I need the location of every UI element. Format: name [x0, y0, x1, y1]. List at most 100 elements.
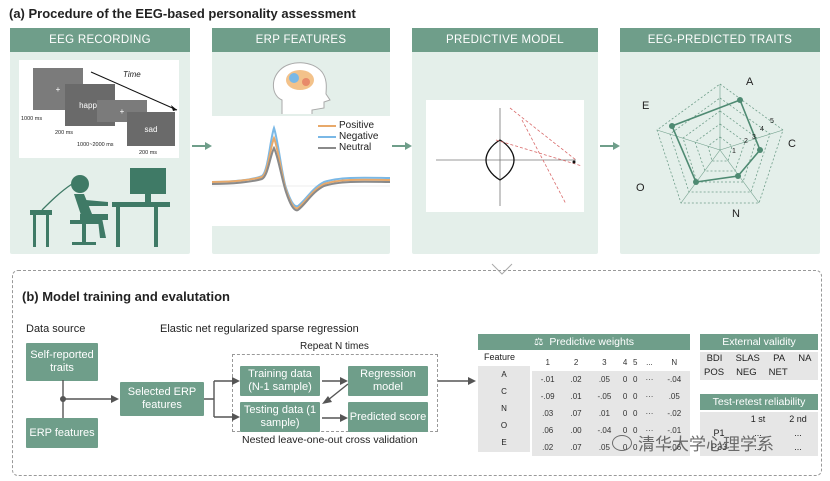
reliability-row-label: P1	[713, 428, 725, 438]
weights-row-n: N	[501, 404, 507, 413]
self-reported-traits-box: Self-reported traits	[26, 343, 98, 381]
reliability-col: 2 nd	[789, 414, 807, 424]
weight-cell: .05	[598, 443, 610, 452]
reliability-col: 1 st	[750, 414, 766, 424]
weight-cell: .01	[570, 392, 582, 401]
weight-cell: -.04	[597, 426, 612, 435]
arrow-2	[392, 142, 412, 150]
weight-cell: ···	[645, 443, 654, 452]
weights-col: 2	[573, 358, 579, 367]
erp-features-box: ERP features	[26, 418, 98, 448]
erp-waveforms	[212, 124, 390, 212]
weights-col: 4	[622, 358, 628, 367]
weight-cell: 0	[622, 426, 628, 435]
ev-item: NET	[768, 367, 788, 378]
elastic-net-plot	[436, 107, 583, 206]
weights-col: 1	[545, 358, 550, 367]
eeg-recording-panel: EEG RECORDING + happy + sad Time 1000 ms…	[10, 28, 190, 254]
weights-row-e: E	[501, 438, 507, 447]
testing-data-label: Testing data (1 sample)	[243, 404, 317, 429]
weight-cell: -.05	[597, 392, 612, 401]
regression-model-box: Regression model	[348, 366, 428, 396]
external-validity-header: External validity	[700, 334, 818, 350]
weights-row-c: C	[501, 387, 507, 396]
external-validity-grid: BDI SLAS PA NA POS NEG NET	[700, 352, 818, 380]
radar-axis-a: A	[746, 76, 754, 88]
legend-positive-swatch	[318, 124, 336, 127]
weight-cell: .01	[598, 409, 610, 418]
arrow-3	[600, 142, 620, 150]
predicted-score-box: Predicted score	[348, 402, 428, 432]
weights-row-a: A	[501, 370, 507, 379]
table-row: P33 ... ...	[700, 440, 818, 454]
training-data-box: Training data (N-1 sample)	[240, 366, 320, 396]
weight-cell: -.06	[667, 443, 682, 452]
reliability-cell: ...	[794, 428, 802, 438]
external-validity-row-2: POS NEG NET	[700, 366, 818, 380]
weight-cell: .00	[570, 426, 582, 435]
radar-scale-1: 1	[732, 148, 736, 155]
table-row: P1 ... ...	[700, 426, 818, 440]
selected-erp-features-label: Selected ERP features	[127, 386, 197, 411]
legend-neutral-swatch	[318, 146, 336, 149]
cv-footer: Nested leave-one-out cross validation	[242, 434, 418, 446]
reliability-cell: ...	[754, 428, 762, 438]
selected-erp-features-box: Selected ERP features	[120, 382, 204, 416]
legend-neutral: Neutral	[318, 142, 378, 153]
section-a-title: (a) Procedure of the EEG-based personali…	[9, 6, 356, 21]
weights-col: 3	[602, 358, 607, 367]
radar-axis-n: N	[732, 208, 740, 220]
weight-cell: ···	[645, 392, 654, 401]
time-label: Time	[123, 70, 141, 79]
data-source-label: Data source	[26, 323, 86, 335]
weights-icon: ⚖	[533, 336, 544, 348]
table-row: .03 .07 .01 0 0 ··· -.02	[532, 405, 690, 422]
external-validity-row-1: BDI SLAS PA NA	[700, 352, 818, 366]
weights-col-header: 1 2 3 4 5 ... N	[532, 354, 690, 371]
predicted-traits-panel: EEG-PREDICTED TRAITS A C N O E 1 2 3 4 5	[620, 28, 820, 254]
watermark: 清华大学心理学系	[612, 430, 774, 455]
weight-cell: 0	[622, 409, 628, 418]
erp-features-source-label: ERP features	[29, 426, 95, 439]
repeat-frame	[232, 354, 438, 432]
legend-negative-label: Negative	[339, 131, 379, 142]
section-connector	[491, 263, 513, 275]
weight-cell: 0	[633, 409, 638, 418]
weight-cell: ···	[645, 409, 654, 418]
weights-title: Predictive weights	[549, 336, 635, 348]
weights-feature-label: Feature	[484, 352, 516, 362]
arrow-to-selected	[63, 395, 119, 403]
duration-1: 1000 ms	[21, 116, 43, 122]
weight-cell: .07	[570, 409, 582, 418]
table-row: -.01 .02 .05 0 0 ··· -.04	[532, 371, 690, 388]
weight-cell: .05	[668, 392, 680, 401]
weight-cell: .07	[570, 443, 582, 452]
erp-legend: Positive Negative Neutral	[318, 120, 378, 153]
predicted-traits-header: EEG-PREDICTED TRAITS	[620, 28, 820, 52]
eeg-recording-header: EEG RECORDING	[10, 28, 190, 52]
stimulus-screen-sad: sad	[127, 112, 175, 146]
weight-cell: .05	[598, 375, 610, 384]
ev-item: PA	[773, 353, 786, 364]
section-b-frame	[12, 270, 822, 476]
table-row: .06 .00 -.04 0 0 ··· -.01	[532, 422, 690, 439]
radar-scale-5: 5	[770, 118, 774, 125]
regression-model-label: Regression model	[360, 368, 416, 393]
weight-cell: 0	[633, 443, 638, 452]
weights-grid: 1 2 3 4 5 ... N -.01 .02 .05 0 0 ··· -.0…	[532, 354, 690, 456]
weights-col: ...	[646, 358, 653, 367]
predicted-score-label: Predicted score	[349, 410, 427, 423]
radar-scale-3: 3	[752, 134, 756, 141]
table-row: -.09 .01 -.05 0 0 ··· .05	[532, 388, 690, 405]
weight-cell: 0	[633, 375, 638, 384]
legend-neutral-label: Neutral	[339, 142, 372, 153]
ev-item: BDI	[706, 353, 723, 364]
erp-features-panel: ERP FEATURES Positive Negative Neutr	[212, 28, 390, 254]
weight-cell: -.01	[540, 375, 555, 384]
regression-arrows	[322, 377, 349, 422]
weight-cell: -.02	[667, 409, 682, 418]
ev-item: NEG	[736, 367, 757, 378]
weight-cell: .06	[542, 426, 554, 435]
weight-cell: -.01	[667, 426, 682, 435]
weights-col: N	[671, 358, 678, 367]
